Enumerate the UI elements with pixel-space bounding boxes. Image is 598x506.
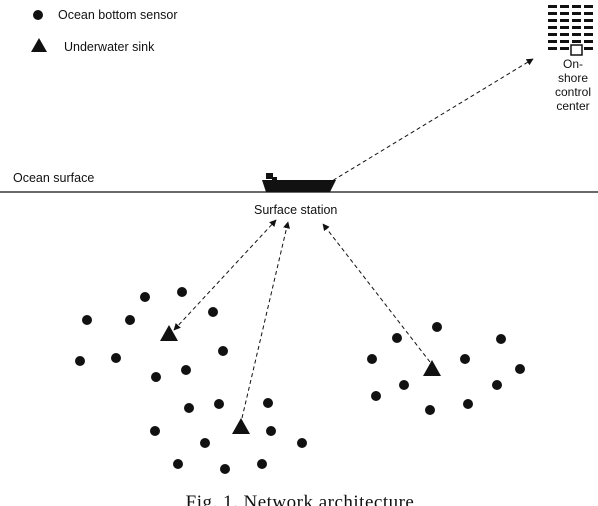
link-sink2-to-station: [241, 221, 290, 419]
link-station-to-control-center: [326, 58, 534, 185]
underwater-sink-2: [232, 418, 250, 434]
control-center-label-line1: On-: [562, 57, 583, 71]
ocean-bottom-sensor: [425, 405, 435, 415]
ocean-bottom-sensor: [367, 354, 377, 364]
ocean-bottom-sensor: [125, 315, 135, 325]
ocean-bottom-sensor: [200, 438, 210, 448]
control-center-label-line2: shore: [557, 71, 589, 85]
control-center-building-icon: [548, 5, 593, 56]
ocean-bottom-sensor: [208, 307, 218, 317]
link-sink1-to-station: [173, 219, 277, 331]
ocean-bottom-sensor: [214, 399, 224, 409]
ocean-bottom-sensor: [218, 346, 228, 356]
ocean-bottom-sensor: [257, 459, 267, 469]
legend-sensor-icon: [33, 10, 43, 20]
ocean-bottom-sensor: [297, 438, 307, 448]
underwater-sink-3: [423, 360, 441, 376]
control-center-label-line4: center: [556, 99, 590, 113]
ocean-bottom-sensor: [492, 380, 502, 390]
ocean-bottom-sensor: [140, 292, 150, 302]
legend-sensor-label: Ocean bottom sensor: [58, 8, 178, 22]
ocean-bottom-sensor: [515, 364, 525, 374]
ocean-bottom-sensor: [432, 322, 442, 332]
ocean-bottom-sensor: [184, 403, 194, 413]
ship-icon: [262, 173, 336, 192]
ocean-bottom-sensor: [266, 426, 276, 436]
ocean-bottom-sensor: [150, 426, 160, 436]
ocean-bottom-sensor: [82, 315, 92, 325]
ocean-bottom-sensor: [181, 365, 191, 375]
ocean-bottom-sensor: [177, 287, 187, 297]
surface-station-label: Surface station: [254, 203, 338, 217]
ocean-bottom-sensor: [463, 399, 473, 409]
ocean-bottom-sensor: [111, 353, 121, 363]
control-center-label-line3: control: [554, 85, 592, 99]
underwater-sink-1: [160, 325, 178, 341]
ocean-bottom-sensor: [371, 391, 381, 401]
ocean-bottom-sensor: [151, 372, 161, 382]
ocean-bottom-sensor: [75, 356, 85, 366]
ocean-bottom-sensor: [399, 380, 409, 390]
legend-sink-label: Underwater sink: [64, 40, 155, 54]
ocean-bottom-sensor: [220, 464, 230, 474]
ocean-bottom-sensor: [392, 333, 402, 343]
legend-sink-icon: [31, 38, 47, 52]
ocean-bottom-sensor: [173, 459, 183, 469]
ocean-surface-label: Ocean surface: [13, 171, 95, 185]
ocean-bottom-sensor: [460, 354, 470, 364]
link-sink3-to-station: [322, 223, 431, 363]
ocean-bottom-sensor: [496, 334, 506, 344]
figure-caption: Fig. 1. Network architecture: [185, 492, 415, 506]
ocean-bottom-sensor: [263, 398, 273, 408]
